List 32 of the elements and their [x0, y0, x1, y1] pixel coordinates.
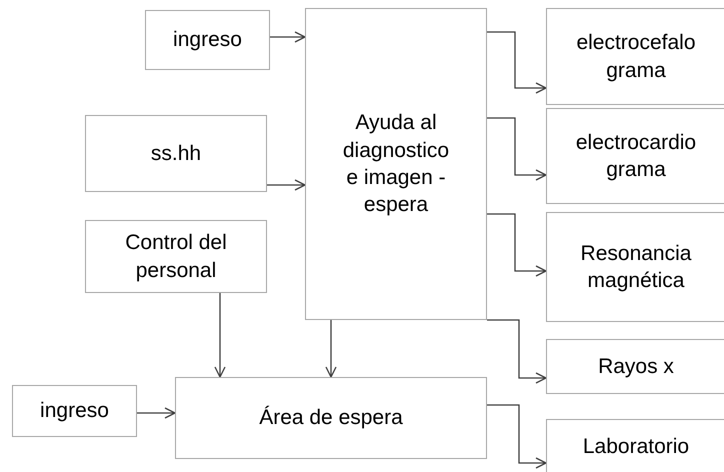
process-box — [546, 212, 724, 322]
process-box — [12, 385, 137, 437]
arrow — [487, 213, 547, 277]
box-label: Laboratorio — [582, 434, 690, 460]
process-box — [85, 115, 267, 192]
arrow — [270, 31, 306, 43]
arrow — [325, 320, 337, 378]
process-box — [85, 220, 267, 293]
arrow — [267, 179, 306, 191]
process-box — [546, 108, 724, 204]
box-label: electrocardio grama — [574, 130, 698, 183]
process-box — [145, 10, 270, 70]
box-label: ingreso — [173, 27, 242, 54]
box-label: electrocefalo grama — [575, 30, 697, 84]
process-box — [546, 8, 724, 105]
box-label: Rayos x — [598, 354, 674, 380]
arrow — [487, 117, 547, 181]
process-box — [546, 339, 724, 394]
process-box — [546, 419, 724, 472]
box-label: Ayuda al diagnostico e imagen - espera — [342, 110, 450, 218]
arrow — [487, 404, 547, 469]
process-box — [175, 377, 487, 459]
process-box — [305, 8, 487, 320]
box-label: ss.hh — [150, 140, 202, 167]
box-label: Resonancia magnética — [580, 240, 692, 294]
box-label: Área de espera — [259, 404, 403, 432]
arrow — [137, 407, 176, 419]
box-label: ingreso — [40, 398, 109, 424]
arrow — [214, 293, 226, 378]
box-label: Control del personal — [124, 230, 228, 284]
arrow — [487, 319, 547, 384]
arrow — [487, 31, 547, 94]
